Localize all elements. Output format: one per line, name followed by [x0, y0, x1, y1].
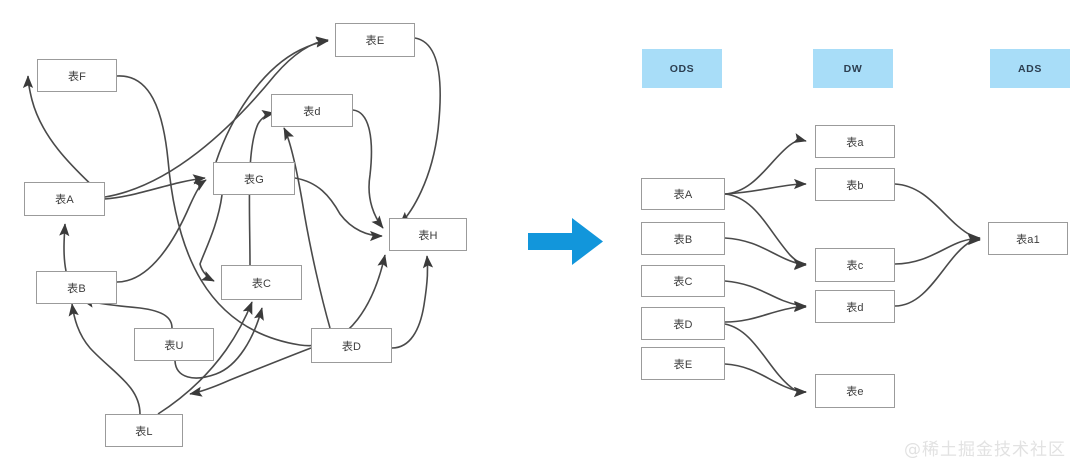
node-label: 表H [418, 229, 438, 242]
dw-node-表d[interactable]: 表d [815, 290, 895, 323]
node-label: 表D [673, 318, 693, 331]
node-label: 表C [251, 277, 272, 290]
left-node-表G[interactable]: 表G [213, 162, 295, 195]
ods-node-表D[interactable]: 表D [641, 307, 725, 340]
node-label: 表B [67, 282, 86, 295]
edge-r-b-a1 [894, 183, 981, 244]
left-node-表U[interactable]: 表U [134, 328, 214, 361]
edge-U-C [174, 307, 264, 379]
node-label: 表C [673, 276, 693, 288]
ads-node-表a1[interactable]: 表a1 [988, 222, 1068, 255]
node-label: 表d [303, 105, 321, 118]
node-label: 表G [244, 173, 264, 186]
edge-B-A [59, 223, 70, 272]
dw-node-表b[interactable]: 表b [815, 168, 895, 201]
layer-chip-dw[interactable]: DW [813, 49, 893, 88]
left-node-表A[interactable]: 表A [24, 182, 105, 216]
edge-C-d [248, 109, 275, 266]
dw-node-表e[interactable]: 表e [815, 374, 895, 408]
left-edge-group [22, 36, 441, 415]
edge-r-d-a1 [894, 234, 981, 307]
edge-B-G [116, 179, 207, 283]
left-node-表d[interactable]: 表d [271, 94, 353, 127]
edge-G-E [215, 37, 329, 163]
left-node-表L[interactable]: 表L [105, 414, 183, 447]
edge-r-E-e [724, 363, 807, 398]
layer-chip-label: ADS [1018, 62, 1042, 75]
right-edge-group [724, 133, 981, 398]
edge-F-H [116, 75, 388, 347]
node-label: 表F [67, 70, 87, 83]
edge-d-H [352, 109, 384, 229]
ods-node-表B[interactable]: 表B [641, 222, 725, 255]
edge-r-C-d [724, 280, 807, 312]
node-label: 表a1 [1016, 233, 1040, 246]
layer-chip-label: DW [843, 62, 863, 75]
node-label: 表c [846, 260, 864, 272]
node-label: 表L [135, 425, 153, 438]
edge-G-H [294, 177, 383, 242]
ods-node-表C[interactable]: 表C [641, 265, 725, 297]
ods-node-表A[interactable]: 表A [641, 178, 725, 210]
edge-r-A-c [724, 193, 807, 270]
edge-L-C [157, 301, 253, 415]
left-node-表F[interactable]: 表F [37, 59, 117, 92]
edge-D-H [391, 255, 434, 349]
layer-chip-ods[interactable]: ODS [642, 49, 722, 88]
node-label: 表A [673, 189, 693, 201]
edge-L-B [68, 303, 141, 415]
edge-G-C [199, 194, 223, 282]
edge-r-D-e [724, 323, 807, 398]
node-label: 表A [55, 194, 74, 206]
node-label: 表D [341, 340, 362, 353]
node-label: 表e [846, 386, 864, 398]
left-node-表E[interactable]: 表E [335, 23, 415, 57]
node-label: 表b [846, 179, 864, 192]
edge-D-L [189, 347, 312, 397]
layer-chip-ads[interactable]: ADS [990, 49, 1070, 88]
node-label: 表d [846, 301, 864, 314]
edge-D-d [283, 127, 331, 329]
transform-right-arrow-icon [528, 218, 603, 265]
edge-r-A-a [724, 133, 807, 195]
node-label: 表U [164, 339, 184, 352]
edge-E-H [399, 37, 441, 225]
edge-r-c-a1 [894, 233, 981, 265]
left-node-表C[interactable]: 表C [221, 265, 302, 300]
ods-node-表E[interactable]: 表E [641, 347, 725, 380]
edge-r-A-b [724, 178, 807, 195]
edge-r-D-d [724, 301, 807, 323]
dw-node-表c[interactable]: 表c [815, 248, 895, 282]
node-label: 表a [846, 136, 864, 149]
node-label: 表B [673, 233, 693, 246]
left-node-表D[interactable]: 表D [311, 328, 392, 363]
dw-node-表a[interactable]: 表a [815, 125, 895, 158]
watermark-text: @稀土掘金技术社区 [904, 440, 1066, 460]
left-node-表B[interactable]: 表B [36, 271, 117, 304]
left-node-表H[interactable]: 表H [389, 218, 467, 251]
layer-chip-label: ODS [669, 62, 695, 75]
node-label: 表E [673, 358, 693, 371]
edge-r-B-c [724, 237, 807, 271]
node-label: 表E [365, 35, 385, 47]
